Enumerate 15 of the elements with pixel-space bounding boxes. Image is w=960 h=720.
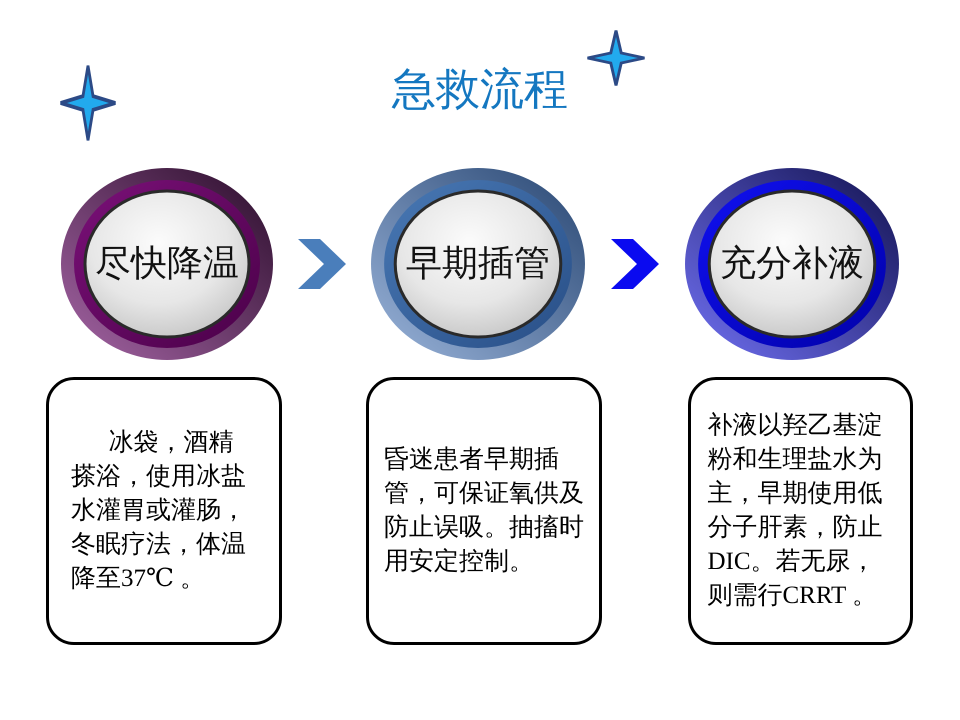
description-box — [688, 377, 913, 645]
description-text: 冰袋，酒精搽浴，使用冰盐水灌胃或灌肠，冬眠疗法，体温降至37℃ 。 — [71, 428, 247, 594]
step-circle — [370, 167, 586, 361]
chevron-arrow — [298, 239, 346, 289]
description-text: 补液以羟乙基淀粉和生理盐水为主，早期使用低分子肝素，防止DIC。若无尿，则需行CRRT 。 — [708, 411, 884, 611]
step-title: 早期插管 — [406, 242, 550, 286]
step-circle — [60, 167, 274, 361]
step-circle — [684, 167, 900, 361]
description-text: 昏迷患者早期插管，可保证氧供及防止误吸。抽搐时用安定控制。 — [384, 445, 584, 577]
title: 急救流程 — [392, 65, 568, 114]
description-box — [366, 377, 602, 645]
description-box — [46, 377, 282, 645]
step-title: 尽快降温 — [95, 242, 239, 286]
chevron-arrow — [611, 239, 659, 289]
step-title: 充分补液 — [720, 242, 864, 286]
